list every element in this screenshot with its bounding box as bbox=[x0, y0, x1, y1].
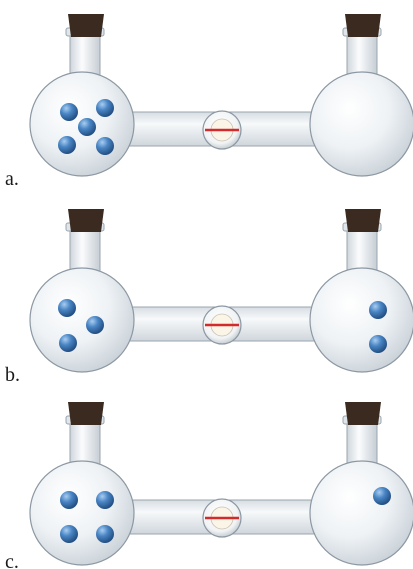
gas-molecule-icon bbox=[96, 99, 114, 117]
flask-bulb bbox=[309, 71, 413, 177]
gas-molecule-icon bbox=[60, 525, 78, 543]
gas-molecule-icon bbox=[96, 137, 114, 155]
right-flask bbox=[309, 402, 413, 566]
molecules bbox=[60, 487, 391, 543]
flask-neck bbox=[69, 31, 101, 78]
left-flask bbox=[29, 14, 135, 177]
stopcock-valve-icon bbox=[202, 305, 242, 345]
gas-molecule-icon bbox=[373, 487, 391, 505]
flask-bulb bbox=[309, 267, 413, 373]
cork-icon bbox=[345, 209, 381, 232]
right-flask bbox=[309, 14, 413, 177]
gas-molecule-icon bbox=[86, 316, 104, 334]
gas-molecule-icon bbox=[59, 334, 77, 352]
cork-icon bbox=[68, 14, 104, 37]
panel-b: b. bbox=[5, 209, 413, 386]
gas-molecule-icon bbox=[369, 335, 387, 353]
molecules bbox=[58, 299, 387, 353]
cork-icon bbox=[68, 402, 104, 425]
molecules bbox=[58, 99, 114, 155]
gas-molecule-icon bbox=[58, 299, 76, 317]
gas-molecule-icon bbox=[58, 136, 76, 154]
cork-icon bbox=[68, 209, 104, 232]
flask-neck bbox=[346, 226, 378, 273]
stopcock-valve-icon bbox=[202, 498, 242, 538]
gas-molecule-icon bbox=[96, 525, 114, 543]
gas-molecule-icon bbox=[78, 118, 96, 136]
flask-neck bbox=[346, 31, 378, 78]
flask-neck bbox=[346, 419, 378, 466]
flask-neck bbox=[69, 226, 101, 273]
gas-molecule-icon bbox=[60, 103, 78, 121]
right-flask bbox=[309, 209, 413, 373]
cork-icon bbox=[345, 402, 381, 425]
panel-c: c. bbox=[5, 402, 413, 569]
gas-molecule-icon bbox=[369, 301, 387, 319]
flask-bulb bbox=[29, 267, 135, 373]
panel-label: a. bbox=[5, 168, 19, 190]
gas-molecule-icon bbox=[60, 491, 78, 509]
stopcock-valve-icon bbox=[202, 110, 242, 150]
flask-neck bbox=[69, 419, 101, 466]
gas-molecule-icon bbox=[96, 491, 114, 509]
left-flask bbox=[29, 209, 135, 373]
flask-bulb bbox=[29, 460, 135, 566]
panel-a: a. bbox=[5, 14, 413, 190]
flask-bulb bbox=[309, 460, 413, 566]
cork-icon bbox=[345, 14, 381, 37]
panel-label: c. bbox=[5, 551, 19, 569]
panel-label: b. bbox=[5, 364, 20, 386]
left-flask bbox=[29, 402, 135, 566]
